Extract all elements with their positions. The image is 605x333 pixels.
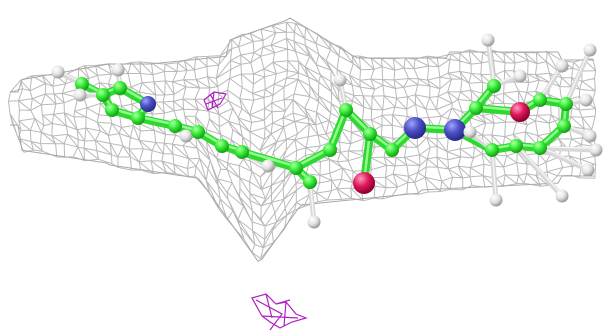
- molecule-atoms: [51, 33, 603, 229]
- hydrogen-atom: [579, 93, 593, 107]
- difference-density-lower: [251, 293, 308, 331]
- density-mesh: [8, 17, 597, 262]
- carbon-atom: [303, 175, 317, 189]
- carbon-atom: [487, 79, 501, 93]
- carbon-atom: [105, 103, 119, 117]
- hydrogen-atom: [51, 65, 65, 79]
- bond: [537, 145, 591, 173]
- carbon-atom: [509, 139, 523, 153]
- carbon-atom: [235, 145, 249, 159]
- carbon-atom: [96, 88, 110, 102]
- bond-highlight: [539, 145, 589, 170]
- carbon-atom: [533, 141, 547, 155]
- carbon-atom: [191, 125, 205, 139]
- hydrogen-atom: [481, 33, 495, 47]
- hydrogen-atom: [463, 125, 477, 139]
- carbon-atom: [168, 119, 182, 133]
- bond: [513, 143, 565, 199]
- carbon-atom: [485, 143, 499, 157]
- nitrogen-atom: [404, 117, 426, 139]
- hydrogen-atom: [589, 143, 603, 157]
- hydrogen-atom: [513, 69, 527, 83]
- hydrogen-atom: [489, 193, 503, 207]
- carbon-atom: [533, 93, 547, 107]
- carbon-atom: [289, 161, 303, 175]
- density-mesh-outline: [10, 17, 594, 262]
- carbon-atom: [131, 111, 145, 125]
- hydrogen-atom: [555, 189, 569, 203]
- carbon-atom: [469, 101, 483, 115]
- hydrogen-atom: [333, 73, 347, 87]
- hydrogen-atom: [583, 129, 597, 143]
- hydrogen-atom: [261, 159, 275, 173]
- nitrogen-atom: [444, 119, 466, 141]
- bond-highlight: [539, 145, 597, 150]
- hydrogen-atom: [111, 63, 125, 77]
- carbon-atom: [215, 139, 229, 153]
- oxygen-atom: [510, 102, 530, 122]
- carbon-atom: [363, 127, 377, 141]
- carbon-atom: [559, 97, 573, 111]
- hydrogen-atom: [581, 163, 595, 177]
- carbon-atom: [323, 143, 337, 157]
- hydrogen-atom: [179, 129, 193, 143]
- hydrogen-atom: [307, 215, 321, 229]
- hydrogen-atom: [73, 88, 87, 102]
- bond-highlight: [515, 143, 563, 196]
- density-mesh-wires: [8, 21, 597, 260]
- carbon-atom: [75, 77, 89, 91]
- bond-highlight: [240, 149, 298, 168]
- bond: [537, 145, 599, 153]
- nitrogen-atom: [140, 96, 156, 112]
- difference-density-upper: [203, 91, 227, 111]
- carbon-atom: [113, 81, 127, 95]
- carbon-atom: [385, 143, 399, 157]
- hydrogen-atom: [583, 43, 597, 57]
- oxygen-atom: [353, 172, 375, 194]
- hydrogen-atom: [555, 59, 569, 73]
- carbon-atom: [557, 119, 571, 133]
- carbon-atom: [339, 103, 353, 117]
- bond-highlight: [565, 47, 591, 104]
